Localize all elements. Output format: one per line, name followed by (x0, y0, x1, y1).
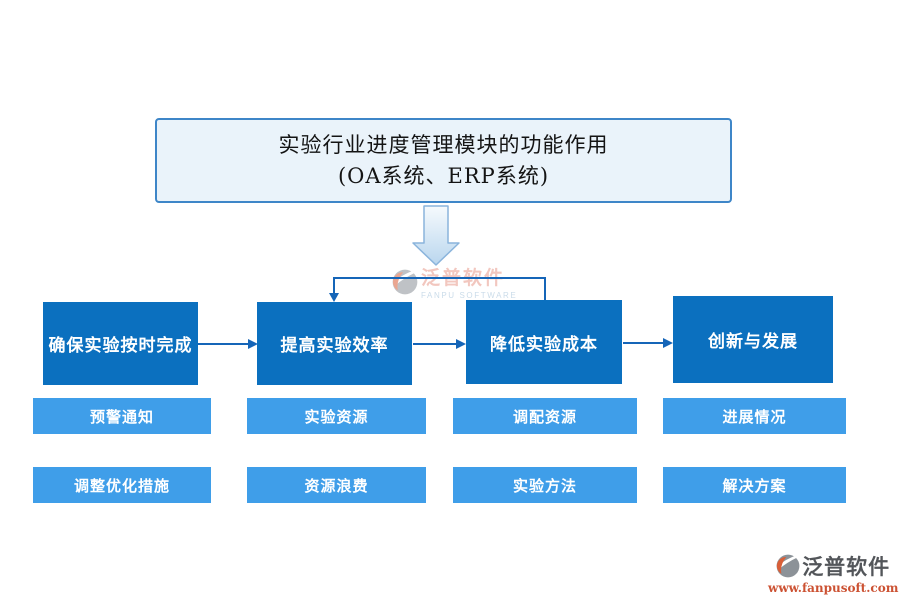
sub-box-adjust-optimize: 调整优化措施 (33, 467, 211, 503)
title-line-2: (OA系统、ERP系统) (337, 163, 550, 188)
main-box-ensure-on-time: 确保实验按时完成 (43, 302, 198, 385)
brand-mark: 泛普软件 www.fanpusoft.com (768, 551, 898, 595)
sub-box-experiment-method: 实验方法 (453, 467, 637, 503)
fanpu-logo-icon (392, 269, 418, 295)
sub-box-resource-waste: 资源浪费 (247, 467, 426, 503)
watermark-subtitle: FANPU SOFTWARE (421, 290, 518, 300)
bracket-connector (333, 277, 546, 300)
main-box-reduce-cost: 降低实验成本 (466, 300, 622, 384)
brand-url: www.fanpusoft.com (768, 581, 899, 595)
flow-arrow-1-head-icon (248, 339, 258, 349)
title-box: 实验行业进度管理模块的功能作用 (OA系统、ERP系统) (155, 118, 732, 203)
sub-box-warning-notice: 预警通知 (33, 398, 211, 434)
bracket-arrowhead-icon (329, 293, 339, 302)
watermark: 泛普软件 FANPU SOFTWARE (392, 268, 518, 300)
main-box-improve-efficiency: 提高实验效率 (257, 302, 412, 385)
sub-box-experiment-resources: 实验资源 (247, 398, 426, 434)
brand-name: 泛普软件 (802, 554, 891, 579)
title-line-1: 实验行业进度管理模块的功能作用 (278, 133, 609, 158)
big-down-arrow-icon (412, 205, 460, 266)
flow-arrow-2-head-icon (456, 339, 466, 349)
main-box-innovation: 创新与发展 (673, 296, 833, 383)
sub-box-allocate-resources: 调配资源 (453, 398, 637, 434)
sub-box-progress-status: 进展情况 (663, 398, 846, 434)
fanpu-logo-icon (776, 554, 800, 578)
flow-arrow-3-head-icon (663, 338, 673, 348)
sub-box-solution: 解决方案 (663, 467, 846, 503)
